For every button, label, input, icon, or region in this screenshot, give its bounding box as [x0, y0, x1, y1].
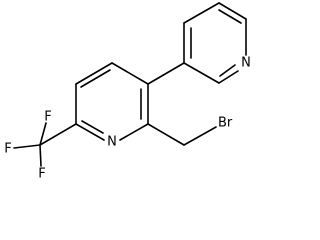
atom-label-br: Br [218, 116, 233, 131]
bond-ch2-br [183, 126, 217, 146]
atom-label-f-bottom: F [38, 167, 45, 182]
upper-pyridine-ring [183, 2, 247, 84]
atom-label-n-upper: N [241, 56, 251, 71]
bond-n1p-c2p-inner [219, 64, 236, 77]
bond-n1-c2 [119, 123, 149, 141]
bond-c4-c5-inner [80, 69, 111, 88]
bond-c6-cf3 [39, 123, 77, 146]
bond-c6-n1 [75, 123, 105, 141]
bond-c3-c4 [111, 62, 149, 85]
bromomethyl-group [147, 123, 217, 146]
molecule-structure-diagram: N N Br F F F [4, 2, 251, 182]
bond-cf3-f-bottom [39, 144, 42, 167]
bond-c5p-c6p-inner [218, 9, 242, 24]
atom-label-f-left: F [4, 142, 11, 157]
atom-label-f-top: F [44, 110, 51, 125]
bond-c6-n1-inner [81, 120, 104, 134]
lower-pyridine-ring [75, 62, 149, 141]
bond-c5p-c6p [218, 2, 247, 20]
bond-c4p-c5p [183, 2, 220, 24]
bond-c4-c5 [75, 62, 113, 85]
bond-c2-ch2 [147, 123, 185, 146]
bond-biaryl-link [147, 62, 185, 85]
bond-cf3-f-top [39, 122, 47, 146]
bond-c2p-c3p [183, 62, 220, 84]
bond-n1p-c2p [218, 70, 239, 84]
atom-label-n-lower: N [107, 135, 117, 150]
trifluoromethyl-group [13, 122, 77, 167]
bond-cf3-f-left [13, 144, 41, 149]
